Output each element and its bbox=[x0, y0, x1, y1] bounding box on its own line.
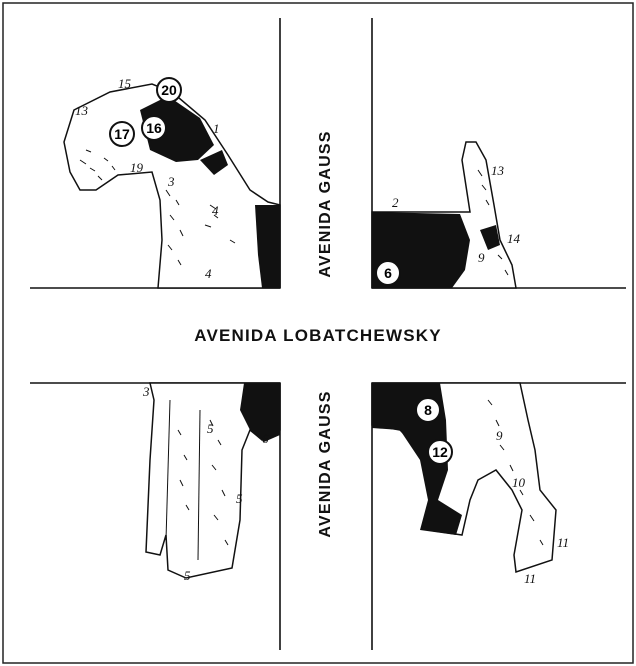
circled-number-17: 17 bbox=[114, 126, 130, 142]
circled-number-6: 6 bbox=[384, 265, 392, 281]
number-label: 13 bbox=[75, 103, 89, 118]
circled-number-12: 12 bbox=[432, 444, 448, 460]
number-label: 14 bbox=[507, 231, 521, 246]
street-name-gauss-top: AVENIDA GAUSS bbox=[317, 114, 335, 294]
number-label: 19 bbox=[130, 160, 144, 175]
number-label: 6 bbox=[262, 431, 269, 446]
circled-number-20: 20 bbox=[161, 82, 177, 98]
number-label: 9 bbox=[478, 250, 485, 265]
number-label: 2 bbox=[392, 195, 399, 210]
number-label: 3 bbox=[142, 384, 150, 399]
dog-front-legs-illustration bbox=[146, 383, 280, 578]
dog-hind-legs-illustration bbox=[372, 383, 556, 572]
number-label: 1 bbox=[213, 121, 220, 136]
number-label: 3 bbox=[167, 174, 175, 189]
circled-number-8: 8 bbox=[424, 402, 432, 418]
number-label: 11 bbox=[557, 535, 569, 550]
number-label: 4 bbox=[212, 203, 219, 218]
number-label: 5 bbox=[236, 491, 243, 506]
number-label: 11 bbox=[524, 571, 536, 586]
street-name-lobatchewsky: AVENIDA LOBATCHEWSKY bbox=[0, 326, 636, 346]
number-label: 15 bbox=[118, 76, 132, 91]
street-name-gauss-bottom: AVENIDA GAUSS bbox=[317, 374, 335, 554]
number-label: 5 bbox=[184, 568, 191, 583]
number-label: 10 bbox=[512, 475, 526, 490]
number-label: 9 bbox=[496, 428, 503, 443]
circled-number-16: 16 bbox=[146, 120, 162, 136]
number-label: 5 bbox=[207, 421, 214, 436]
number-label: 4 bbox=[205, 266, 212, 281]
number-label: 13 bbox=[491, 163, 505, 178]
